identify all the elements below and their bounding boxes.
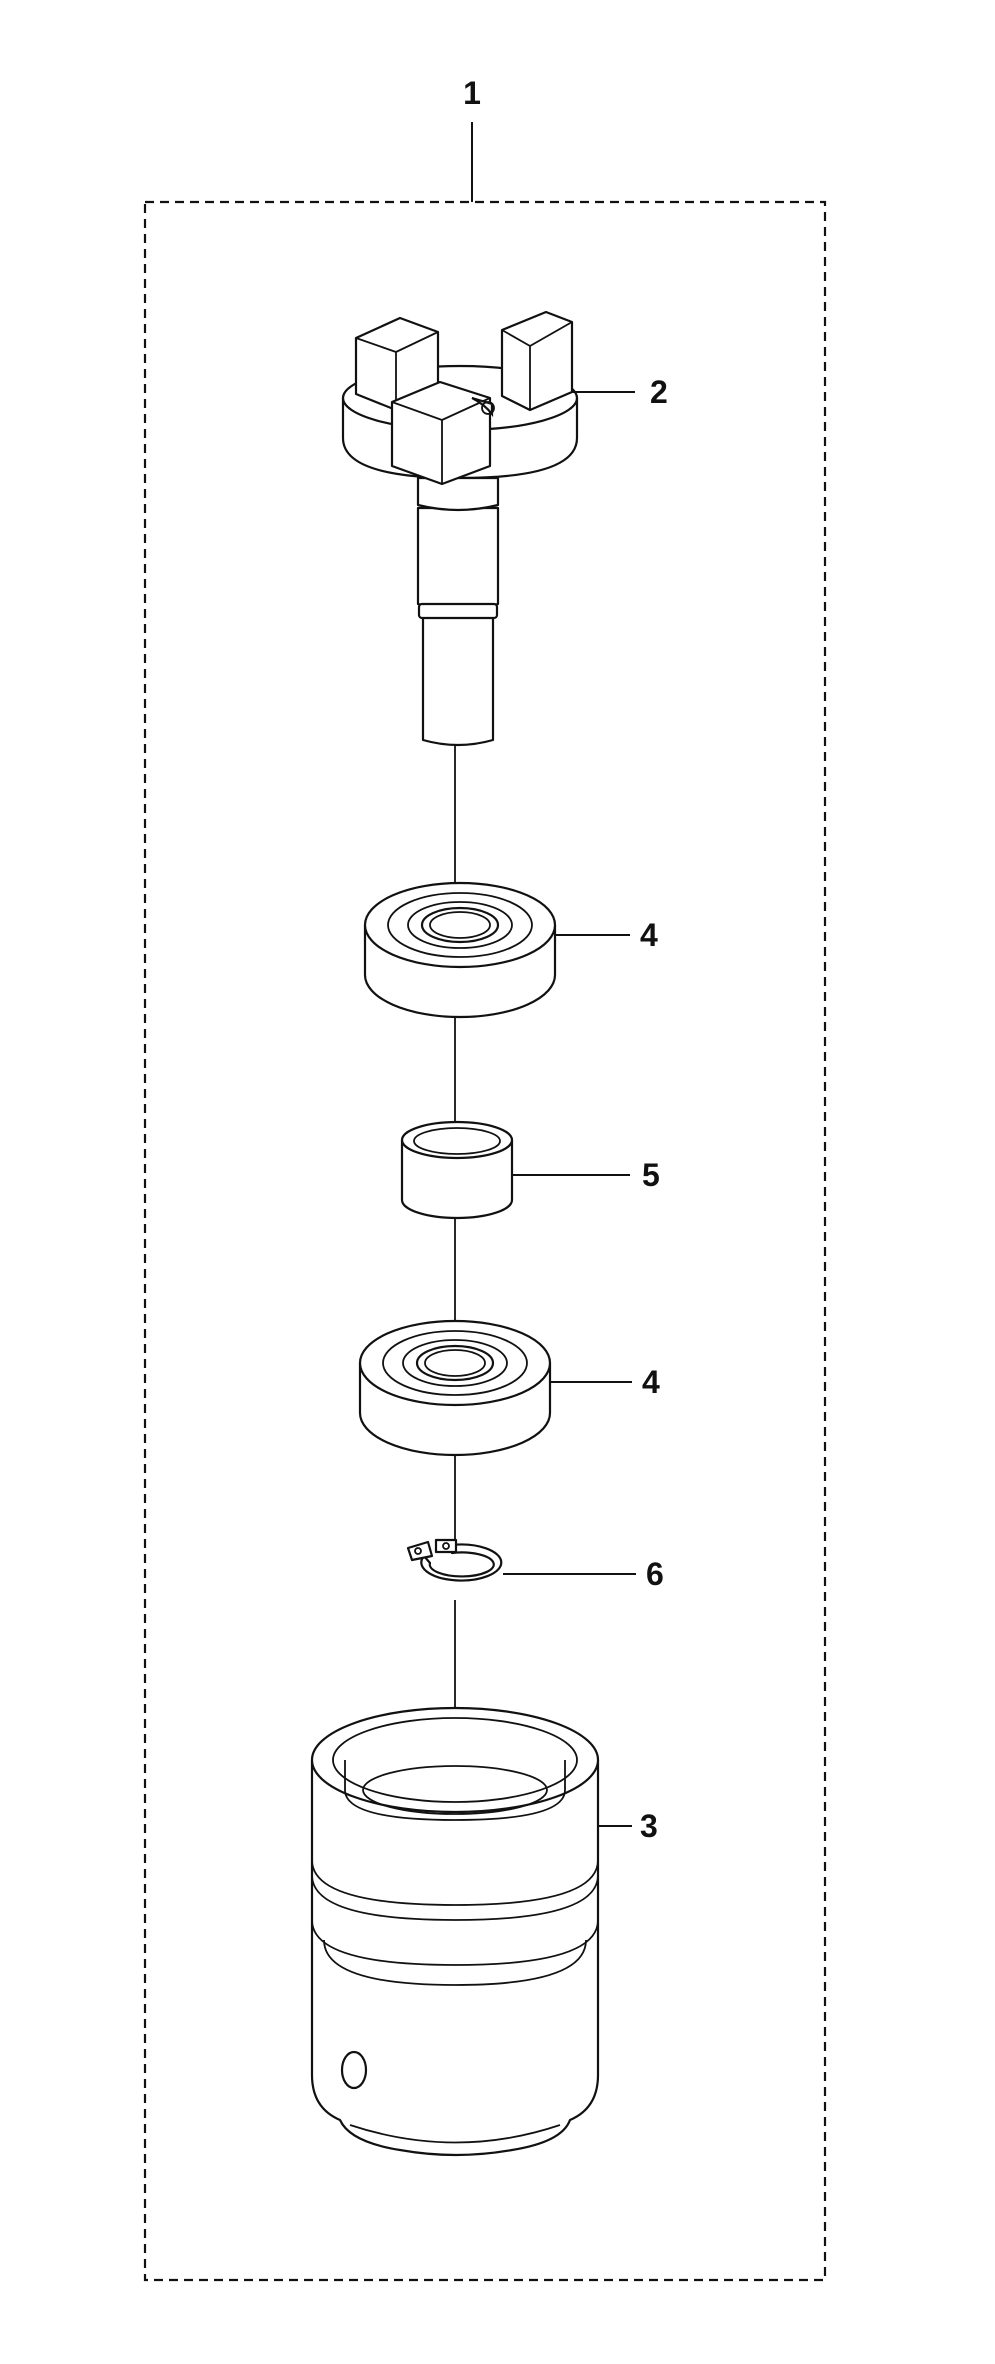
callout-3: 3	[640, 1808, 658, 1844]
callout-4-upper: 4	[640, 917, 658, 953]
housing	[310, 1706, 600, 2157]
bearing-lower	[358, 1319, 552, 1457]
callout-5: 5	[642, 1157, 660, 1193]
bearing-upper	[363, 881, 557, 1019]
callout-6: 6	[646, 1556, 664, 1592]
drive-dog-shaft	[341, 310, 579, 747]
assembly-boundary	[143, 200, 827, 2282]
spacer-sleeve	[400, 1120, 514, 1220]
callout-1: 1	[463, 75, 481, 111]
callout-4-lower: 4	[642, 1364, 660, 1400]
snap-ring	[406, 1538, 503, 1582]
callout-2: 2	[650, 374, 668, 410]
